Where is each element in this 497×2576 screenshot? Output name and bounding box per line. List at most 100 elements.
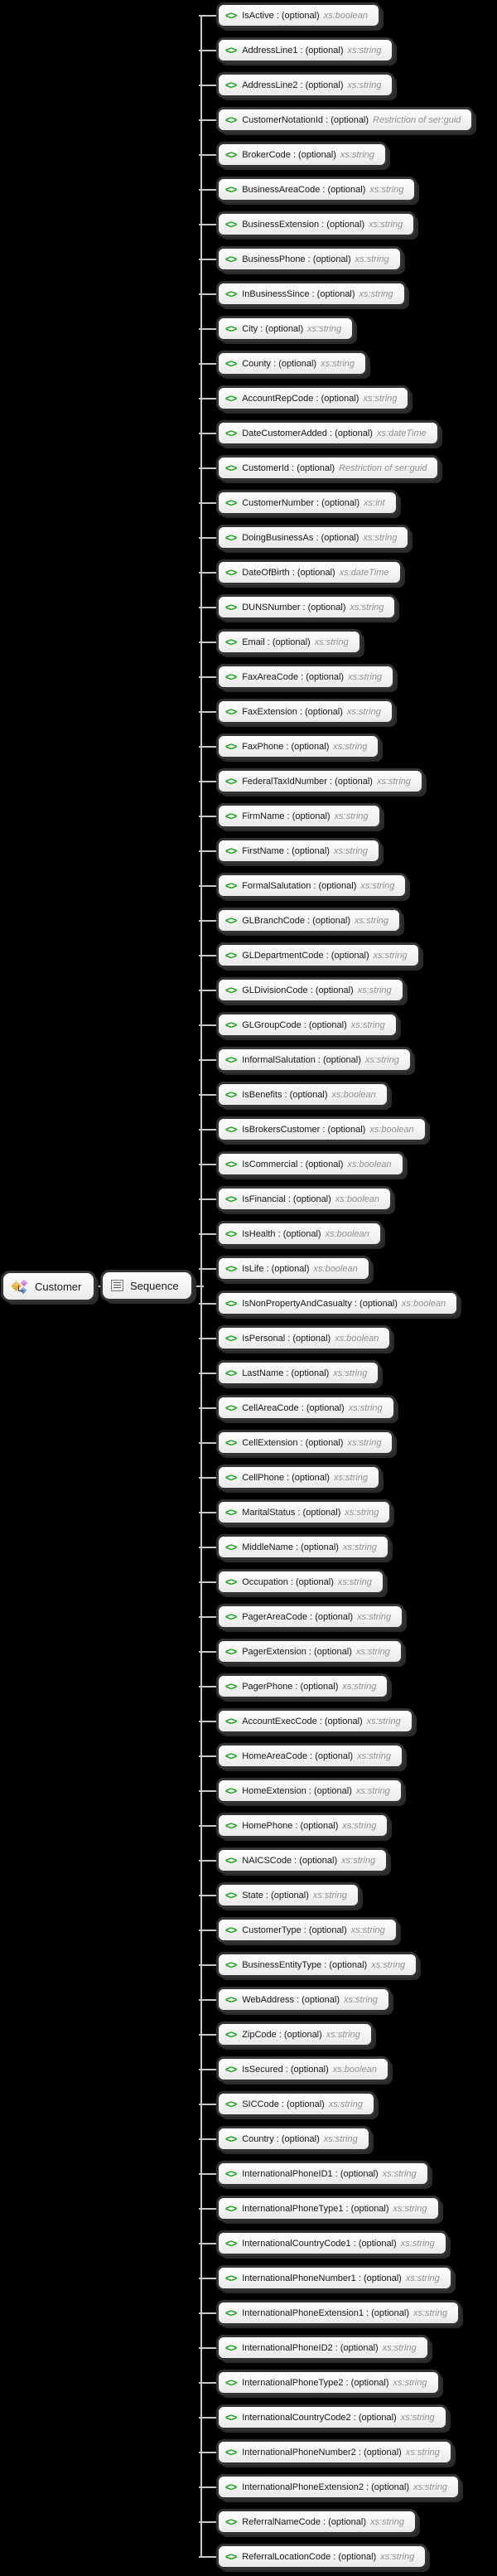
element-node-WebAddress[interactable]: <>WebAddress : (optional)xs:string xyxy=(216,1987,391,2012)
element-icon: <> xyxy=(225,1227,237,1240)
element-node-InternationalPhoneNumber1[interactable]: <>InternationalPhoneNumber1 : (optional)… xyxy=(216,2265,453,2291)
element-node-CellExtension[interactable]: <>CellExtension : (optional)xs:string xyxy=(216,1430,395,1455)
element-node-AccountExecCode[interactable]: <>AccountExecCode : (optional)xs:string xyxy=(216,1708,414,1734)
element-node-GLDepartmentCode[interactable]: <>GLDepartmentCode : (optional)xs:string xyxy=(216,942,421,968)
element-node-IsPersonal[interactable]: <>IsPersonal : (optional)xs:boolean xyxy=(216,1325,393,1351)
element-node-DoingBusinessAs[interactable]: <>DoingBusinessAs : (optional)xs:string xyxy=(216,525,411,550)
element-icon: <> xyxy=(225,1784,237,1797)
element-node-InternationalPhoneID2[interactable]: <>InternationalPhoneID2 : (optional)xs:s… xyxy=(216,2335,430,2361)
element-node-CellPhone[interactable]: <>CellPhone : (optional)xs:string xyxy=(216,1465,381,1490)
element-node-FederalTaxIdNumber[interactable]: <>FederalTaxIdNumber : (optional)xs:stri… xyxy=(216,768,424,794)
element-node-CustomerNumber[interactable]: <>CustomerNumber : (optional)xs:int xyxy=(216,490,398,516)
element-node-IsBrokersCustomer[interactable]: <>IsBrokersCustomer : (optional)xs:boole… xyxy=(216,1116,427,1142)
element-icon: <> xyxy=(225,9,237,22)
element-node-SICCode[interactable]: <>SICCode : (optional)xs:string xyxy=(216,2091,376,2117)
element-node-BusinessEntityType[interactable]: <>BusinessEntityType : (optional)xs:stri… xyxy=(216,1952,419,1978)
element-node-InternationalPhoneID1[interactable]: <>InternationalPhoneID1 : (optional)xs:s… xyxy=(216,2161,430,2186)
element-node-FaxExtension[interactable]: <>FaxExtension : (optional)xs:string xyxy=(216,699,394,724)
element-node-FirstName[interactable]: <>FirstName : (optional)xs:string xyxy=(216,838,381,864)
element-node-City[interactable]: <>City : (optional)xs:string xyxy=(216,316,355,341)
element-node-IsBenefits[interactable]: <>IsBenefits : (optional)xs:boolean xyxy=(216,1082,389,1107)
element-node-ReferralLocationCode[interactable]: <>ReferralLocationCode : (optional)xs:st… xyxy=(216,2544,428,2569)
element-node-InBusinessSince[interactable]: <>InBusinessSince : (optional)xs:string xyxy=(216,281,407,307)
element-node-County[interactable]: <>County : (optional)xs:string xyxy=(216,351,369,376)
element-node-ZipCode[interactable]: <>ZipCode : (optional)xs:string xyxy=(216,2022,374,2047)
element-node-Occupation[interactable]: <>Occupation : (optional)xs:string xyxy=(216,1569,385,1595)
element-label: CustomerType : (optional) xyxy=(242,1925,347,1935)
element-node-CustomerId[interactable]: <>CustomerId : (optional)Restriction of … xyxy=(216,455,441,481)
element-node-FaxAreaCode[interactable]: <>FaxAreaCode : (optional)xs:string xyxy=(216,664,396,690)
element-node-FirmName[interactable]: <>FirmName : (optional)xs:string xyxy=(216,803,382,829)
element-node-AddressLine2[interactable]: <>AddressLine2 : (optional)xs:string xyxy=(216,72,395,98)
element-node-BusinessPhone[interactable]: <>BusinessPhone : (optional)xs:string xyxy=(216,246,403,272)
element-node-ReferralNameCode[interactable]: <>ReferralNameCode : (optional)xs:string xyxy=(216,2509,417,2535)
element-node-HomeAreaCode[interactable]: <>HomeAreaCode : (optional)xs:string xyxy=(216,1743,405,1769)
element-node-IsActive[interactable]: <>IsActive : (optional)xs:boolean xyxy=(216,2,381,28)
branch-line xyxy=(199,1198,220,1200)
element-node-IsFinancial[interactable]: <>IsFinancial : (optional)xs:boolean xyxy=(216,1186,393,1212)
element-node-IsCommercial[interactable]: <>IsCommercial : (optional)xs:boolean xyxy=(216,1151,405,1177)
element-node-DateOfBirth[interactable]: <>DateOfBirth : (optional)xs:dateTime xyxy=(216,559,403,585)
element-node-BrokerCode[interactable]: <>BrokerCode : (optional)xs:string xyxy=(216,142,388,167)
element-node-FaxPhone[interactable]: <>FaxPhone : (optional)xs:string xyxy=(216,734,381,759)
branch-line xyxy=(199,1129,220,1131)
element-node-NAICSCode[interactable]: <>NAICSCode : (optional)xs:string xyxy=(216,1847,389,1873)
element-type: xs:string xyxy=(346,706,381,717)
element-node-Email[interactable]: <>Email : (optional)xs:string xyxy=(216,629,362,655)
element-node-MiddleName[interactable]: <>MiddleName : (optional)xs:string xyxy=(216,1534,390,1560)
element-label: County : (optional) xyxy=(242,358,317,369)
element-node-InternationalCountryCode1[interactable]: <>InternationalCountryCode1 : (optional)… xyxy=(216,2230,448,2256)
element-node-MaritalStatus[interactable]: <>MaritalStatus : (optional)xs:string xyxy=(216,1499,393,1525)
element-type: xs:boolean xyxy=(331,1089,376,1100)
element-icon: <> xyxy=(225,2237,237,2249)
element-node-BusinessExtension[interactable]: <>BusinessExtension : (optional)xs:strin… xyxy=(216,211,417,237)
element-node-GLDivisionCode[interactable]: <>GLDivisionCode : (optional)xs:string xyxy=(216,977,405,1003)
element-icon: <> xyxy=(225,1332,237,1344)
element-node-InternationalPhoneType1[interactable]: <>InternationalPhoneType1 : (optional)xs… xyxy=(216,2196,441,2221)
element-label: GLDivisionCode : (optional) xyxy=(242,985,354,995)
element-node-CustomerNotationId[interactable]: <>CustomerNotationId : (optional)Restric… xyxy=(216,107,475,133)
element-node-InternationalPhoneExtension2[interactable]: <>InternationalPhoneExtension2 : (option… xyxy=(216,2474,461,2500)
element-node-InternationalPhoneExtension1[interactable]: <>InternationalPhoneExtension1 : (option… xyxy=(216,2300,461,2326)
element-node-InternationalPhoneNumber2[interactable]: <>InternationalPhoneNumber2 : (optional)… xyxy=(216,2439,453,2465)
element-node-InformalSalutation[interactable]: <>InformalSalutation : (optional)xs:stri… xyxy=(216,1047,413,1073)
element-icon: <> xyxy=(225,2446,237,2458)
element-node-InternationalPhoneType2[interactable]: <>InternationalPhoneType2 : (optional)xs… xyxy=(216,2370,441,2395)
element-node-IsLife[interactable]: <>IsLife : (optional)xs:boolean xyxy=(216,1256,371,1281)
element-node-BusinessAreaCode[interactable]: <>BusinessAreaCode : (optional)xs:string xyxy=(216,177,417,202)
element-node-IsHealth[interactable]: <>IsHealth : (optional)xs:boolean xyxy=(216,1221,383,1247)
element-node-AccountRepCode[interactable]: <>AccountRepCode : (optional)xs:string xyxy=(216,385,411,411)
element-node-CellAreaCode[interactable]: <>CellAreaCode : (optional)xs:string xyxy=(216,1395,396,1421)
branch-line xyxy=(199,15,220,17)
element-node-AddressLine1[interactable]: <>AddressLine1 : (optional)xs:string xyxy=(216,37,395,63)
element-node-PagerAreaCode[interactable]: <>PagerAreaCode : (optional)xs:string xyxy=(216,1604,405,1629)
element-node-State[interactable]: <>State : (optional)xs:string xyxy=(216,1882,360,1908)
element-node-GLGroupCode[interactable]: <>GLGroupCode : (optional)xs:string xyxy=(216,1012,398,1038)
element-node-CustomerType[interactable]: <>CustomerType : (optional)xs:string xyxy=(216,1917,398,1943)
customer-node[interactable]: Customer xyxy=(1,1271,97,1302)
element-node-LastName[interactable]: <>LastName : (optional)xs:string xyxy=(216,1360,381,1386)
element-type: xs:string xyxy=(345,1507,379,1518)
element-node-HomePhone[interactable]: <>HomePhone : (optional)xs:string xyxy=(216,1813,390,1838)
element-node-FormalSalutation[interactable]: <>FormalSalutation : (optional)xs:string xyxy=(216,873,408,898)
element-node-DateCustomerAdded[interactable]: <>DateCustomerAdded : (optional)xs:dateT… xyxy=(216,420,440,446)
element-node-GLBranchCode[interactable]: <>GLBranchCode : (optional)xs:string xyxy=(216,908,403,933)
element-type: xs:boolean xyxy=(335,1194,380,1204)
element-node-IsSecured[interactable]: <>IsSecured : (optional)xs:boolean xyxy=(216,2056,390,2082)
branch-line xyxy=(199,2208,220,2210)
element-node-PagerExtension[interactable]: <>PagerExtension : (optional)xs:string xyxy=(216,1639,403,1664)
element-type: xs:string xyxy=(413,2482,447,2492)
element-label: AddressLine1 : (optional) xyxy=(242,45,344,56)
branch-line xyxy=(199,1895,220,1896)
element-node-PagerPhone[interactable]: <>PagerPhone : (optional)xs:string xyxy=(216,1673,390,1699)
element-node-DUNSNumber[interactable]: <>DUNSNumber : (optional)xs:string xyxy=(216,594,398,620)
element-icon: <> xyxy=(225,2098,237,2110)
element-label: InternationalPhoneID2 : (optional) xyxy=(242,2342,379,2353)
element-node-HomeExtension[interactable]: <>HomeExtension : (optional)xs:string xyxy=(216,1778,403,1804)
element-label: HomeExtension : (optional) xyxy=(242,1785,352,1796)
element-node-IsNonPropertyAndCasualty[interactable]: <>IsNonPropertyAndCasualty : (optional)x… xyxy=(216,1290,460,1316)
element-node-Country[interactable]: <>Country : (optional)xs:string xyxy=(216,2126,371,2152)
sequence-node[interactable]: Sequence xyxy=(100,1270,194,1301)
branch-line xyxy=(199,607,220,608)
element-node-InternationalCountryCode2[interactable]: <>InternationalCountryCode2 : (optional)… xyxy=(216,2404,448,2430)
